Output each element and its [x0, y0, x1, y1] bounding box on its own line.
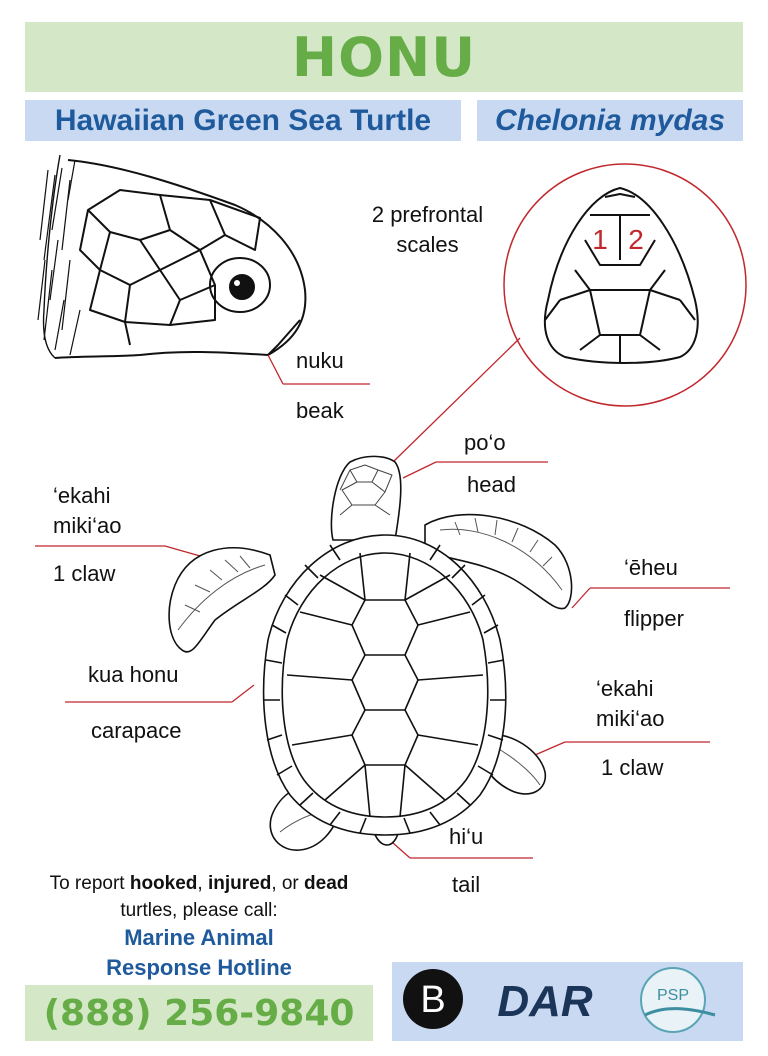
- label-beak-hawaiian: nuku: [296, 348, 344, 373]
- common-name-banner: Hawaiian Green Sea Turtle: [25, 100, 461, 141]
- label-tail-hawaiian: hi‘u: [449, 824, 484, 849]
- inset-circle: [503, 163, 747, 407]
- label-carapace-hawaiian: kua honu: [88, 662, 179, 687]
- hotline-name: Marine Animal Response Hotline: [106, 925, 292, 980]
- report-instructions: To report hooked, injured, or dead turtl…: [49, 873, 349, 921]
- label-head-hawaiian: po‘o: [464, 430, 506, 455]
- label-tail-english: tail: [452, 872, 481, 897]
- label-beak-english: beak: [296, 398, 344, 423]
- svg-text:DAR: DAR: [497, 977, 593, 1026]
- logos: B DAR PSP: [403, 967, 716, 1033]
- common-name: Hawaiian Green Sea Turtle: [54, 103, 432, 137]
- title-banner: HONU: [25, 22, 743, 92]
- scientific-name: Chelonia mydas: [494, 103, 726, 137]
- prefrontal-caption: 2 prefrontal scales: [371, 202, 484, 257]
- head-top-illustration: [543, 187, 699, 364]
- phone-number[interactable]: (888) 256-9840: [43, 992, 355, 1034]
- page-title: HONU: [291, 25, 477, 89]
- scientific-name-banner: Chelonia mydas: [477, 100, 743, 141]
- label-head-english: head: [467, 472, 516, 497]
- label-rear-claw-english: 1 claw: [601, 755, 664, 780]
- svg-text:B: B: [420, 979, 445, 1021]
- turtle-top-illustration: [168, 455, 573, 851]
- label-front-claw-hawaiian: ‘ekahi miki‘ao: [53, 483, 122, 538]
- svg-text:PSP: PSP: [657, 987, 689, 1004]
- label-flipper-english: flipper: [624, 606, 684, 631]
- label-front-claw-english: 1 claw: [53, 561, 116, 586]
- label-carapace-english: carapace: [91, 718, 182, 743]
- phone-banner: (888) 256-9840: [25, 985, 373, 1041]
- label-flipper-hawaiian: ‘ēheu: [624, 555, 678, 580]
- prefrontal-number-2: 2: [628, 224, 644, 255]
- head-side-illustration: [37, 154, 307, 359]
- label-rear-claw-hawaiian: ‘ekahi miki‘ao: [596, 676, 665, 731]
- prefrontal-number-1: 1: [592, 224, 608, 255]
